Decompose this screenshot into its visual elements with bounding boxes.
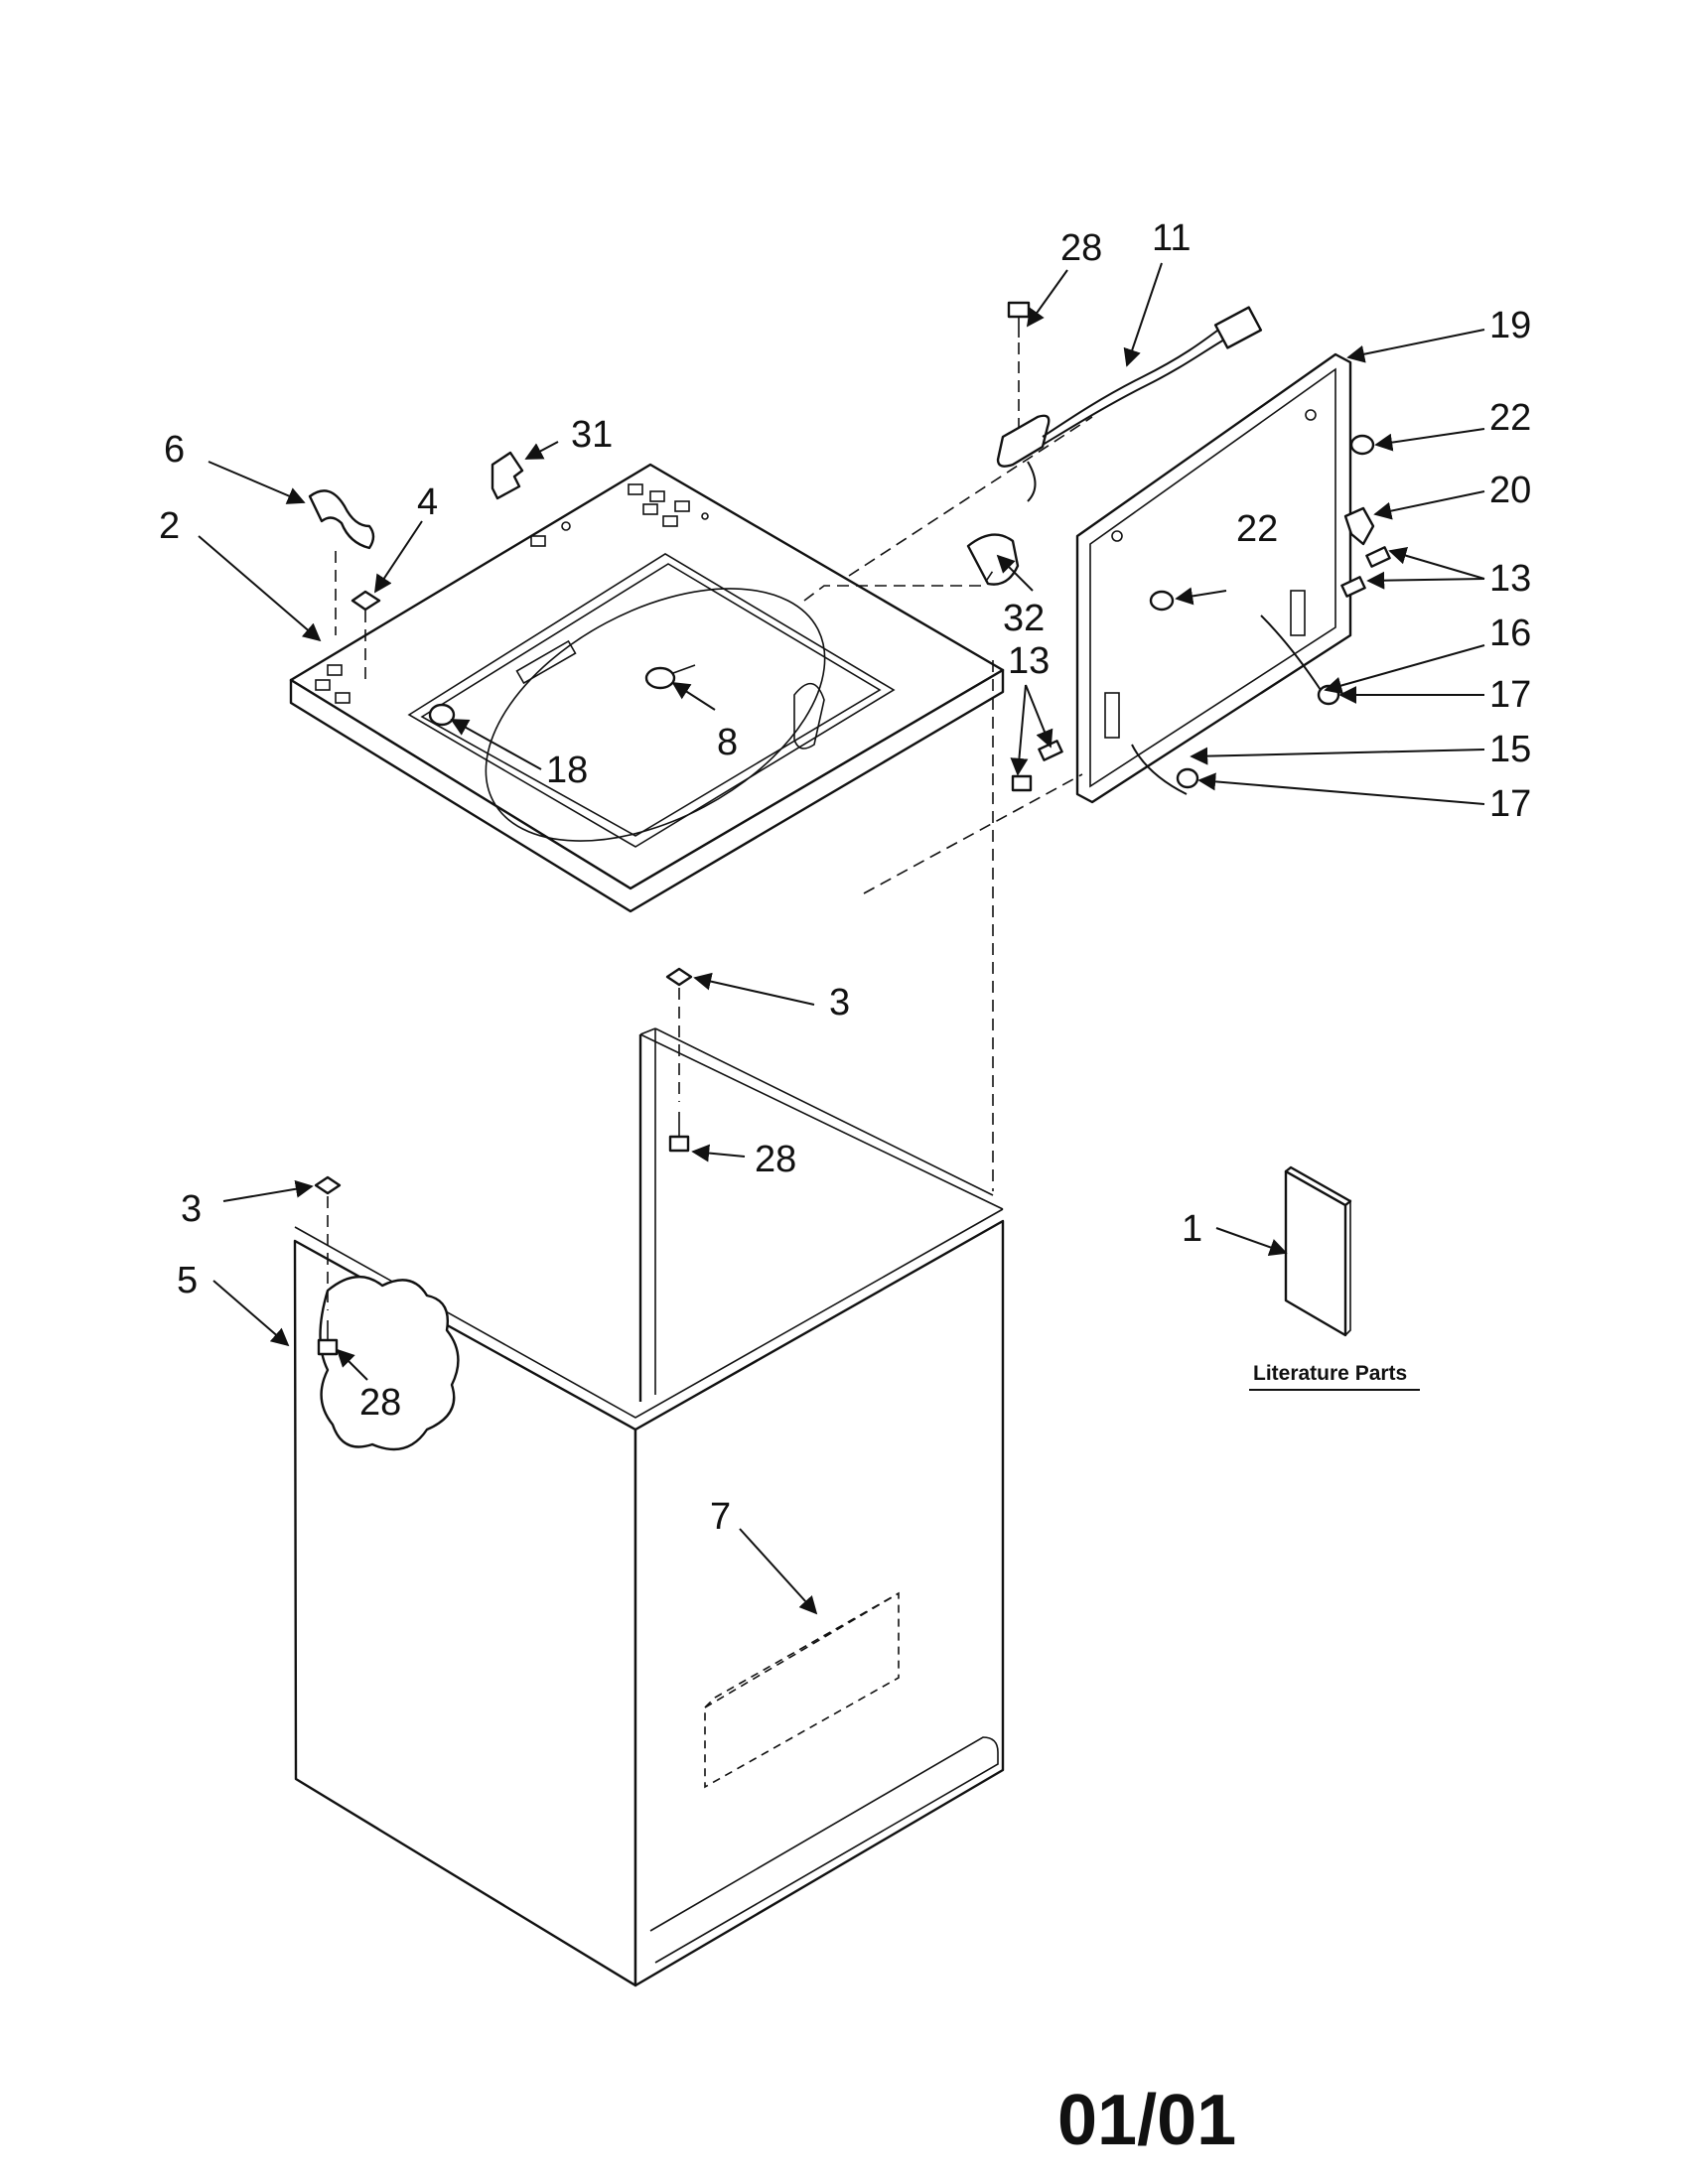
callout-19: 19 xyxy=(1489,305,1531,346)
callout-6: 6 xyxy=(164,429,185,471)
bracket-part-31 xyxy=(491,451,524,500)
callout-20: 20 xyxy=(1489,470,1531,511)
harness-part-11 xyxy=(996,306,1263,502)
callout-17-lower: 17 xyxy=(1489,783,1531,825)
cord-part-15 xyxy=(1131,744,1188,795)
nozzle-part-18 xyxy=(428,703,456,727)
callout-16: 16 xyxy=(1489,613,1531,654)
screw-part-28-top xyxy=(1007,301,1031,338)
knob-part-32 xyxy=(966,533,1020,586)
callout-22-upper: 22 xyxy=(1489,397,1531,439)
top-cover xyxy=(289,463,1005,913)
callout-13-left: 13 xyxy=(1008,640,1050,682)
screw-part-28-cabinet xyxy=(317,1320,339,1356)
leader-arrows xyxy=(198,262,1485,1615)
cabinet xyxy=(293,1027,1005,1987)
switch-part-20 xyxy=(1343,506,1375,546)
nut-part-3-right xyxy=(665,967,693,987)
callout-7: 7 xyxy=(710,1496,731,1538)
callout-3-right: 3 xyxy=(829,982,850,1024)
control-console xyxy=(1075,352,1352,804)
literature-parts-label: Literature Parts xyxy=(1253,1362,1407,1385)
callout-5: 5 xyxy=(177,1260,198,1301)
callout-28-cabinet: 28 xyxy=(359,1382,401,1424)
nut-part-3-left xyxy=(314,1175,342,1195)
callout-28-top: 28 xyxy=(1060,227,1102,269)
knob-part-17-lower xyxy=(1176,767,1199,789)
cord-part-16 xyxy=(1260,614,1322,691)
screw-part-28-mid xyxy=(668,1112,690,1153)
cap-part-22-lower xyxy=(1149,590,1175,612)
callout-22-lower: 22 xyxy=(1236,508,1278,550)
literature-booklet xyxy=(1284,1165,1352,1337)
screws-part-13 xyxy=(1011,546,1391,792)
callout-31: 31 xyxy=(571,414,613,456)
callout-1: 1 xyxy=(1182,1208,1202,1250)
callout-11: 11 xyxy=(1152,217,1191,259)
callout-3-left: 3 xyxy=(181,1188,202,1230)
nut-part-4 xyxy=(351,590,381,612)
callout-2: 2 xyxy=(159,505,180,547)
callout-8: 8 xyxy=(717,722,738,763)
callout-28-mid: 28 xyxy=(755,1139,796,1180)
callout-4: 4 xyxy=(417,481,438,523)
callout-15: 15 xyxy=(1489,729,1531,770)
footer-code: 01/01 xyxy=(1057,2081,1236,2160)
callout-17-upper: 17 xyxy=(1489,674,1531,716)
callout-13-right: 13 xyxy=(1489,558,1531,600)
clip-part-6 xyxy=(308,489,375,550)
bolt-part-8 xyxy=(644,664,696,690)
callout-32: 32 xyxy=(1003,598,1045,639)
cap-part-22-upper xyxy=(1349,434,1375,456)
callout-18: 18 xyxy=(546,750,588,791)
